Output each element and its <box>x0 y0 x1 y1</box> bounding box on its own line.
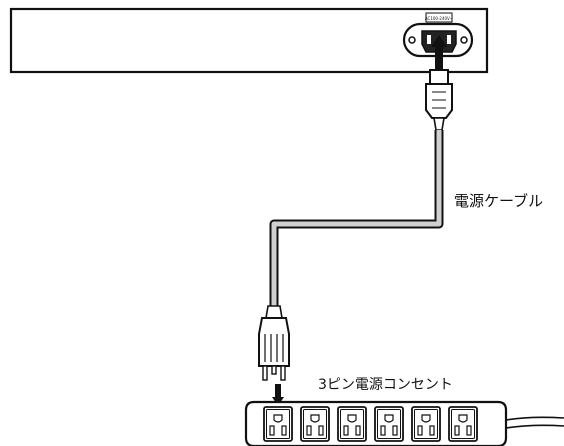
insert-arrow-device <box>431 35 447 69</box>
three-pin-outlet-label: 3ピン電源コンセント <box>318 377 453 393</box>
power-cable-fill <box>271 130 442 306</box>
power-cable <box>269 130 444 306</box>
three-pin-plug <box>258 305 290 381</box>
outlet-socket <box>263 406 293 442</box>
outlet-group <box>263 406 478 442</box>
outlet-socket <box>411 406 441 442</box>
inlet-screw-left <box>408 36 416 44</box>
inlet-rating-text: AC100-240V~ <box>425 16 453 21</box>
power-strip <box>244 400 564 446</box>
power-cable-label: 電源ケーブル <box>454 192 544 210</box>
iec-connector <box>425 69 453 131</box>
outlet-socket <box>374 406 404 442</box>
plug-prong-right <box>280 365 286 381</box>
outlet-socket <box>448 406 478 442</box>
inlet-rating-plate <box>425 12 453 23</box>
inlet-screw-right <box>460 36 468 44</box>
plug-ground-pin <box>271 365 277 375</box>
outlet-socket <box>300 406 330 442</box>
plug-prong-left <box>262 365 268 381</box>
outlet-socket <box>337 406 367 442</box>
